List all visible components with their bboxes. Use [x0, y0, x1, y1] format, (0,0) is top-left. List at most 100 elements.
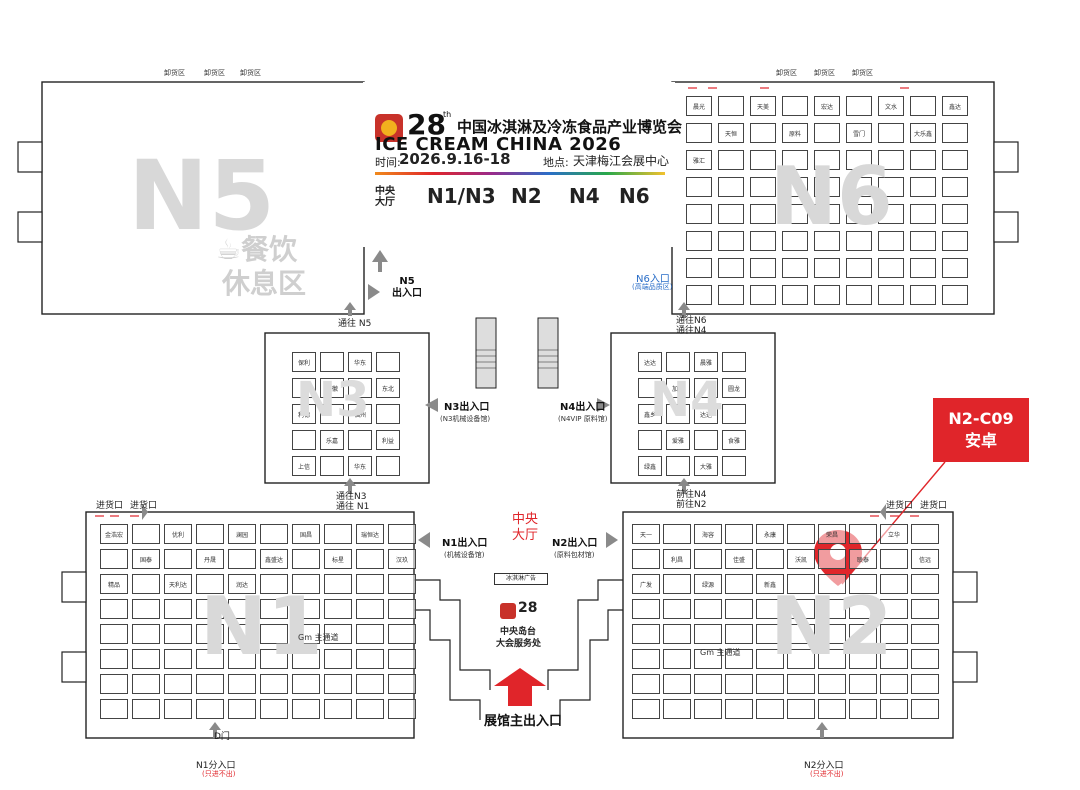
n1-booth	[132, 599, 160, 619]
n1-booth	[132, 624, 160, 644]
n6-booth	[750, 258, 776, 278]
n1-booth	[164, 599, 192, 619]
n1-booth: 澜园	[228, 524, 256, 544]
n1-booth	[388, 599, 416, 619]
hall-key-central: 中央 大厅	[375, 186, 395, 208]
n2-booth	[849, 524, 877, 544]
n2-booth: 信远	[911, 549, 939, 569]
n2-booth	[725, 599, 753, 619]
n2-booth	[756, 649, 784, 669]
n2-booth	[663, 649, 691, 669]
n3-booth: 乐嘉	[320, 430, 344, 450]
n2-booth: 海容	[694, 524, 722, 544]
n6-booth: 原料	[782, 123, 808, 143]
n1-booth	[260, 649, 288, 669]
n2-booth: 永康	[756, 524, 784, 544]
n2-booth	[849, 574, 877, 594]
n1-booth: 精品	[100, 574, 128, 594]
n2-sub-entrance-label: N2分入口	[804, 761, 844, 771]
n1-booth	[388, 524, 416, 544]
n2-booth	[911, 599, 939, 619]
n1-booth	[228, 674, 256, 694]
to-n5-label: 通往 N5	[338, 319, 372, 329]
n6-booth	[686, 123, 712, 143]
n6-booth	[814, 150, 840, 170]
n2-booth	[694, 624, 722, 644]
edition-number: 28	[407, 108, 446, 141]
n2-booth	[694, 599, 722, 619]
n1-exit-label: N1出入口	[442, 538, 488, 549]
n6-exit-sub: (高端品质区)	[632, 283, 673, 291]
hall-n3-label: N3	[296, 372, 370, 428]
n2-booth: 利昌	[663, 549, 691, 569]
n2-booth	[756, 599, 784, 619]
n6-booth	[718, 96, 744, 116]
edition-suffix: th	[443, 110, 452, 119]
n3-booth	[348, 430, 372, 450]
n1-booth	[196, 624, 224, 644]
n2-booth	[756, 624, 784, 644]
n2-booth	[787, 574, 815, 594]
expo-title-box: 28 th 中国冰淇淋及冷冻食品产业博览会 ICE CREAM CHINA 20…	[363, 82, 682, 247]
main-entrance-arrow	[494, 668, 546, 706]
n5-exit-label: N5 出入口	[392, 276, 422, 299]
n6-booth	[814, 231, 840, 251]
n1-booth	[196, 649, 224, 669]
n6-booth: 宏达	[814, 96, 840, 116]
n1-sub-entrance-note: (只进不出)	[202, 770, 236, 778]
n6-booth	[878, 177, 904, 197]
loading-zone-label: 卸货区	[240, 69, 261, 77]
n2-booth	[725, 524, 753, 544]
n1-booth	[228, 599, 256, 619]
n1-booth	[228, 699, 256, 719]
n4-booth	[666, 456, 690, 476]
hall-n6-label: N6	[770, 150, 893, 243]
n3-booth	[320, 456, 344, 476]
n1-booth	[164, 649, 192, 669]
n4-booth: 加业	[666, 378, 690, 398]
n6-booth	[814, 285, 840, 305]
n6-booth: 晨光	[686, 96, 712, 116]
n3-booth: 华东	[348, 456, 372, 476]
hall-key-n1n3: N1/N3	[427, 184, 496, 208]
n6-booth	[686, 177, 712, 197]
n1-booth	[164, 699, 192, 719]
n3-booth: 上信	[292, 456, 316, 476]
n3-booth: 保利	[292, 352, 316, 372]
n6-booth	[942, 231, 968, 251]
n2-booth	[818, 699, 846, 719]
n2-booth	[818, 549, 846, 569]
loading-zone-label: 卸货区	[852, 69, 873, 77]
n3-booth	[376, 352, 400, 372]
n1-booth	[228, 549, 256, 569]
n1-corridor-label: Gm 主通道	[298, 633, 339, 642]
n6-booth	[846, 258, 872, 278]
n1-sub-entrance-label: N1分入口	[196, 761, 236, 771]
n6-booth	[814, 258, 840, 278]
n2-booth	[663, 524, 691, 544]
n6-booth	[782, 96, 808, 116]
n1-booth: 国泰	[132, 549, 160, 569]
n6-booth	[878, 150, 904, 170]
n6-booth	[686, 258, 712, 278]
n2-exit-label: N2出入口	[552, 538, 598, 549]
hall-n2-label: N2	[770, 580, 893, 673]
n1-booth	[388, 624, 416, 644]
n2-booth	[756, 699, 784, 719]
n6-booth	[782, 204, 808, 224]
n6-booth	[942, 150, 968, 170]
n2-booth	[663, 674, 691, 694]
n6-booth	[878, 123, 904, 143]
n2-booth	[694, 549, 722, 569]
n1-booth	[196, 574, 224, 594]
n3-booth: 利德	[292, 404, 316, 424]
expo-logo-icon	[375, 114, 403, 142]
n1-booth	[324, 699, 352, 719]
n1-booth	[100, 674, 128, 694]
n2-booth	[632, 699, 660, 719]
n2-corridor-label: Gm 主通道	[700, 648, 741, 657]
n4-booth	[722, 456, 746, 476]
n6-booth: 天恒	[718, 123, 744, 143]
n2-booth	[880, 624, 908, 644]
n2-booth	[725, 624, 753, 644]
